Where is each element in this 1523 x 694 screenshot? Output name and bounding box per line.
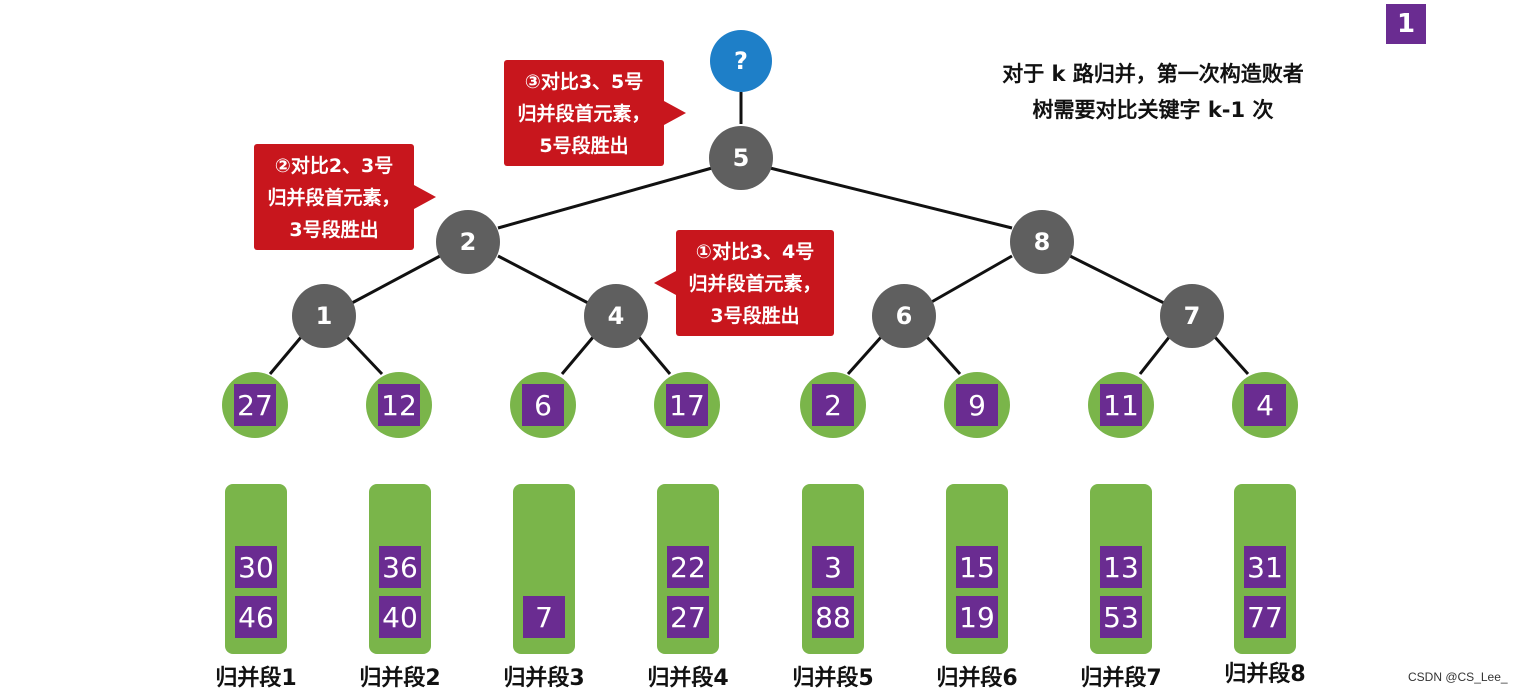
leaf-2: 12 bbox=[366, 372, 432, 438]
node-7: 7 bbox=[1160, 284, 1224, 348]
node-1: 1 bbox=[292, 284, 356, 348]
note-text: 对于 k 路归并，第一次构造败者 树需要对比关键字 k-1 次 bbox=[968, 56, 1338, 128]
leaf-1: 27 bbox=[222, 372, 288, 438]
run-value: 46 bbox=[235, 596, 277, 638]
edge-1-leaf2 bbox=[344, 334, 384, 376]
edge-5-8 bbox=[769, 166, 1013, 230]
run-value: 13 bbox=[1100, 546, 1142, 588]
callout-line: 归并段首元素， bbox=[688, 273, 822, 295]
callout-compare-3-4: ①对比3、4号 归并段首元素， 3号段胜出 bbox=[654, 230, 834, 336]
node-8: 8 bbox=[1010, 210, 1074, 274]
edge-7-leaf7 bbox=[1138, 335, 1172, 375]
edge-7-leaf8 bbox=[1212, 334, 1250, 376]
node-4: 4 bbox=[584, 284, 648, 348]
slide-number-badge: 1 bbox=[1386, 4, 1426, 44]
run-label-8: 归并段8 bbox=[1224, 662, 1306, 687]
run-label-7: 归并段7 bbox=[1080, 666, 1162, 691]
callout-line: ②对比2、3号 bbox=[274, 155, 394, 177]
run-value: 40 bbox=[379, 596, 421, 638]
callout-line: 5号段胜出 bbox=[539, 135, 629, 157]
run-label-4: 归并段4 bbox=[647, 666, 729, 691]
run-8: 31 77 bbox=[1234, 484, 1296, 654]
run-label-1: 归并段1 bbox=[215, 666, 297, 691]
run-value: 19 bbox=[956, 596, 998, 638]
callout-compare-2-3: ②对比2、3号 归并段首元素， 3号段胜出 bbox=[254, 144, 436, 250]
leaf-value: 11 bbox=[1100, 384, 1142, 426]
leaf-value: 2 bbox=[812, 384, 854, 426]
leaf-3: 6 bbox=[510, 372, 576, 438]
run-3: 7 bbox=[513, 484, 575, 654]
edge-2-4 bbox=[497, 254, 591, 306]
leaf-value: 9 bbox=[956, 384, 998, 426]
run-value: 3 bbox=[812, 546, 854, 588]
run-7: 13 53 bbox=[1090, 484, 1152, 654]
root-node: ? bbox=[710, 30, 772, 92]
callout-line: 3号段胜出 bbox=[710, 305, 800, 327]
leaf-4: 17 bbox=[654, 372, 720, 438]
edge-2-1 bbox=[349, 254, 441, 306]
run-value: 53 bbox=[1100, 596, 1142, 638]
credit-text: CSDN @CS_Lee_ bbox=[1408, 670, 1508, 684]
edge-6-leaf5 bbox=[846, 334, 884, 376]
run-1: 30 46 bbox=[225, 484, 287, 654]
node-5: 5 bbox=[709, 126, 773, 190]
run-value: 88 bbox=[812, 596, 854, 638]
run-value: 30 bbox=[235, 546, 277, 588]
run-label-5: 归并段5 bbox=[792, 666, 874, 691]
callout-line: 归并段首元素， bbox=[517, 103, 651, 125]
callout-line: ③对比3、5号 bbox=[524, 71, 644, 93]
run-4: 22 27 bbox=[657, 484, 719, 654]
leaf-value: 6 bbox=[522, 384, 564, 426]
leaf-value: 12 bbox=[378, 384, 420, 426]
callout-line: ①对比3、4号 bbox=[695, 241, 815, 263]
edge-1-leaf1 bbox=[268, 335, 304, 375]
callout-compare-3-5: ③对比3、5号 归并段首元素， 5号段胜出 bbox=[504, 60, 686, 166]
leaf-7: 11 bbox=[1088, 372, 1154, 438]
run-5: 3 88 bbox=[802, 484, 864, 654]
leaf-5: 2 bbox=[800, 372, 866, 438]
node-6: 6 bbox=[872, 284, 936, 348]
leaf-6: 9 bbox=[944, 372, 1010, 438]
edge-4-leaf3 bbox=[560, 335, 596, 375]
note-line: 对于 k 路归并，第一次构造败者 bbox=[1002, 62, 1304, 86]
edge-5-2 bbox=[497, 166, 713, 230]
edge-4-leaf4 bbox=[636, 335, 672, 375]
leaf-value: 4 bbox=[1244, 384, 1286, 426]
run-value: 7 bbox=[523, 596, 565, 638]
note-line: 树需要对比关键字 k-1 次 bbox=[1032, 98, 1274, 122]
run-value: 15 bbox=[956, 546, 998, 588]
callout-line: 归并段首元素， bbox=[267, 187, 401, 209]
edge-8-7 bbox=[1069, 254, 1167, 306]
run-label-3: 归并段3 bbox=[503, 666, 585, 691]
callout-line: 3号段胜出 bbox=[289, 219, 379, 241]
leaf-value: 17 bbox=[666, 384, 708, 426]
edge-8-6 bbox=[927, 254, 1013, 306]
run-value: 77 bbox=[1244, 596, 1286, 638]
run-6: 15 19 bbox=[946, 484, 1008, 654]
run-value: 36 bbox=[379, 546, 421, 588]
run-2: 36 40 bbox=[369, 484, 431, 654]
edge-6-leaf6 bbox=[924, 334, 962, 376]
leaf-8: 4 bbox=[1232, 372, 1298, 438]
run-label-6: 归并段6 bbox=[936, 666, 1018, 691]
run-label-2: 归并段2 bbox=[359, 666, 441, 691]
run-value: 27 bbox=[667, 596, 709, 638]
run-value: 22 bbox=[667, 546, 709, 588]
leaf-value: 27 bbox=[234, 384, 276, 426]
node-2: 2 bbox=[436, 210, 500, 274]
run-value: 31 bbox=[1244, 546, 1286, 588]
